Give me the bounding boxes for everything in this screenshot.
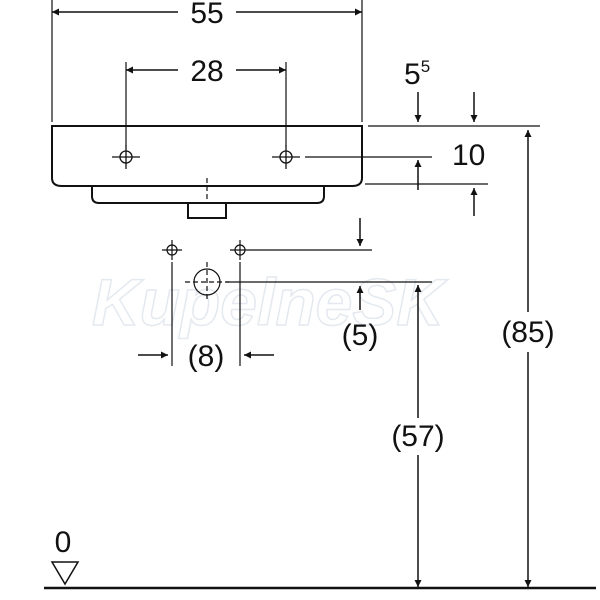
label-fixing-offset: (5) [342, 319, 379, 352]
label-rim-height: (57) [391, 420, 444, 453]
watermark: KupelneSK [92, 265, 448, 339]
label-basin-depth: 10 [452, 139, 485, 172]
label-rim-thickness: 55 [404, 57, 430, 91]
tap-hole-right-icon [272, 145, 300, 169]
label-overall-width: 55 [190, 0, 223, 30]
label-floor-level: 0 [55, 526, 72, 559]
drain-outlet [187, 202, 227, 219]
fixing-point-right-icon [230, 240, 250, 260]
basin-bowl [91, 186, 325, 204]
tap-hole-left-icon [112, 145, 140, 169]
waste-outlet-icon [185, 262, 229, 302]
label-fixing-spacing: (8) [188, 340, 225, 373]
label-overall-height: (85) [501, 316, 554, 349]
label-tap-spacing: 28 [190, 55, 223, 88]
basin-outline [51, 125, 363, 187]
fixing-point-left-icon [162, 240, 182, 260]
floor-level-icon [50, 561, 80, 586]
